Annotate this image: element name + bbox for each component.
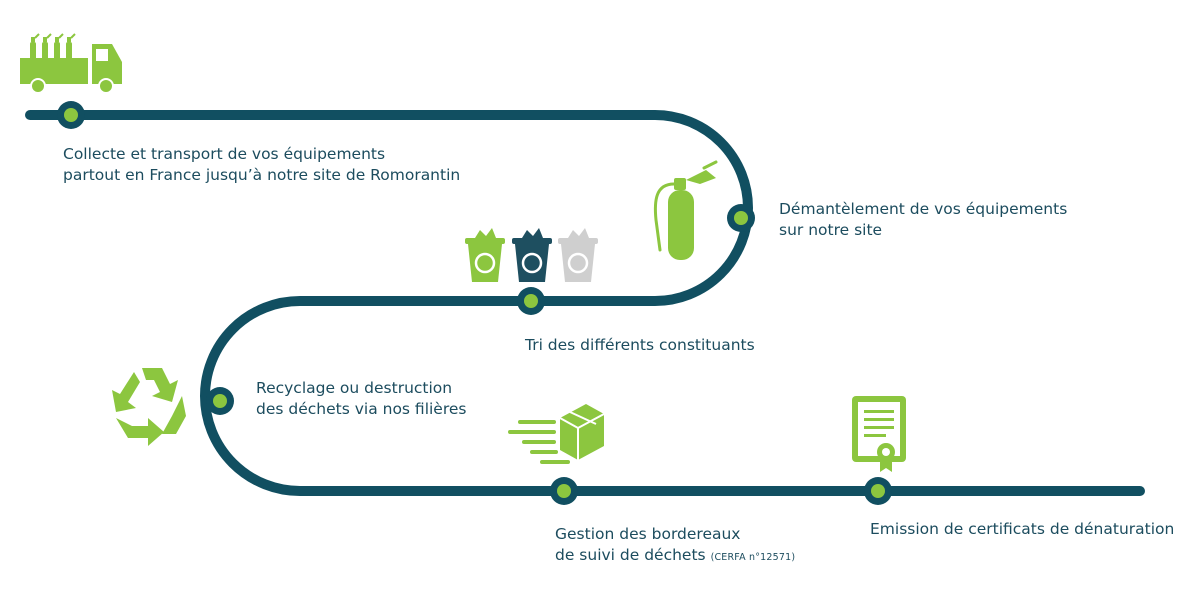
- timeline-node-recyclage: [206, 387, 234, 415]
- truck-icon: [20, 33, 122, 94]
- step-label-recyclage: Recyclage ou destruction des déchets via…: [256, 379, 467, 418]
- bin-dark-icon: [512, 228, 552, 282]
- recycle-icon: [112, 368, 186, 446]
- timeline-path: [25, 110, 1145, 496]
- truck-body: [20, 58, 88, 84]
- bin-grey-icon: [558, 228, 598, 282]
- fast-delivery-box-icon: [508, 404, 605, 464]
- recycling-bins-icon: [465, 228, 598, 282]
- timeline-node-demantelement: [727, 204, 755, 232]
- step-label-collecte: Collecte et transport de vos équipements…: [63, 145, 461, 184]
- certificate-icon: [852, 396, 906, 472]
- timeline-node-collecte: [57, 101, 85, 129]
- speed-lines: [508, 420, 570, 464]
- timeline-node-tri: [517, 287, 545, 315]
- timeline-node-emission: [864, 477, 892, 505]
- fire-extinguisher-icon: [653, 160, 718, 260]
- step-label-demantelement: Démantèlement de vos équipements sur not…: [779, 200, 1068, 239]
- bin-green-icon: [465, 228, 505, 282]
- step-label-emission: Emission de certificats de dénaturation: [870, 520, 1175, 538]
- step-label-tri: Tri des différents constituants: [525, 336, 755, 354]
- cerfa-reference: (CERFA n°12571): [710, 552, 796, 563]
- timeline-node-gestion: [550, 477, 578, 505]
- step-label-gestion: Gestion des bordereaux de suivi de déche…: [555, 525, 796, 564]
